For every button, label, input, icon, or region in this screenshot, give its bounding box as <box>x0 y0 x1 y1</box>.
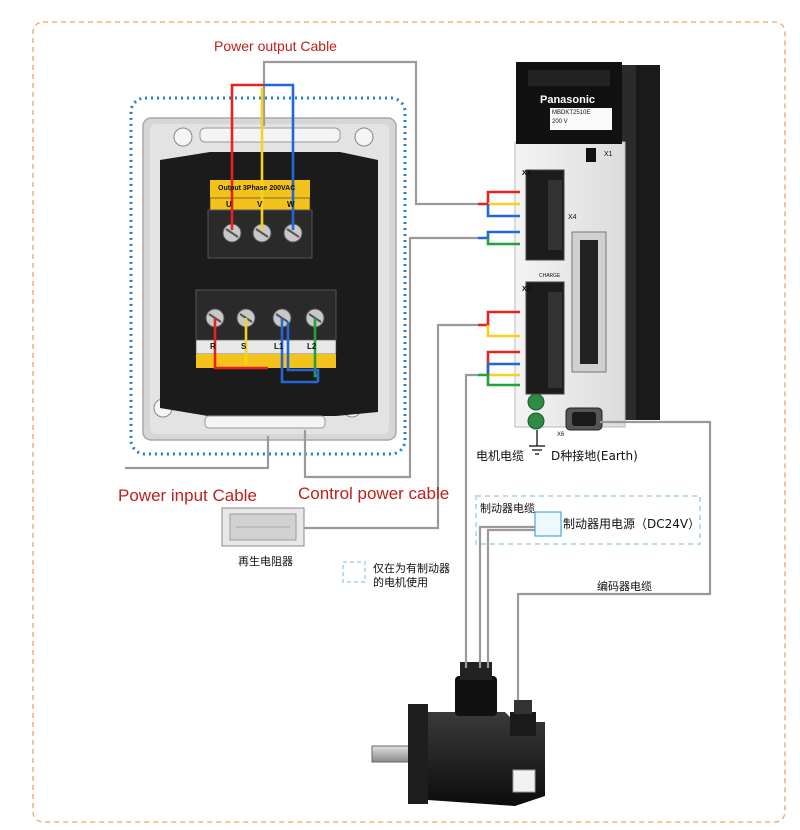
terminal-marking-v: V <box>257 200 263 209</box>
brake-note-line1: 仅在为有制动器 <box>373 562 450 575</box>
earth-label: D种接地(Earth) <box>551 449 638 463</box>
terminal-marking-l2: L2 <box>307 342 317 351</box>
brake-note-line2: 的电机使用 <box>373 576 428 589</box>
brake-power-module <box>534 511 562 537</box>
terminal-marking-l1: L1 <box>274 342 284 351</box>
terminal-marking-u: U <box>226 200 232 209</box>
servo-drive <box>514 62 660 431</box>
wires <box>213 83 520 387</box>
brake-power-label: 制动器用电源（DC24V） <box>563 517 701 531</box>
encoder-cable-label: 编码器电缆 <box>597 580 652 593</box>
brake-dashed-frame <box>475 495 701 545</box>
port-x1-label: X1 <box>604 151 613 158</box>
drive-model: MBDKT2510E <box>552 110 591 116</box>
cables <box>125 60 712 700</box>
brake-note-legend-box <box>342 561 366 583</box>
brake-cable-label: 制动器电缆 <box>480 502 535 515</box>
servo-motor <box>371 662 545 806</box>
power-output-cable-label: Power output Cable <box>214 38 337 54</box>
terminal-box <box>142 117 397 441</box>
terminal-marking-s: S <box>241 342 247 351</box>
terminal-marking-r: R <box>210 342 216 351</box>
motor-cable-label: 电机电缆 <box>476 449 525 463</box>
terminal-top-label: Output 3Phase 200VAC <box>218 185 296 192</box>
terminal-marking-w: W <box>287 200 295 209</box>
charge-label: CHARGE <box>539 273 561 279</box>
port-xa-label: XA <box>522 170 532 177</box>
drive-brand: Panasonic <box>540 94 596 106</box>
regen-resistor <box>221 507 305 547</box>
earth-ground-icon <box>529 430 545 455</box>
power-input-cable-label: Power input Cable <box>118 486 257 505</box>
port-xb-label: XB <box>522 286 532 293</box>
port-x6-label: X6 <box>557 432 565 438</box>
control-power-cable-label: Control power cable <box>298 484 450 503</box>
port-x4-label: X4 <box>568 214 577 221</box>
regen-resistor-label: 再生电阻器 <box>238 555 293 568</box>
outer-dashed-frame <box>32 21 786 823</box>
drive-voltage: 200 V <box>552 119 568 125</box>
